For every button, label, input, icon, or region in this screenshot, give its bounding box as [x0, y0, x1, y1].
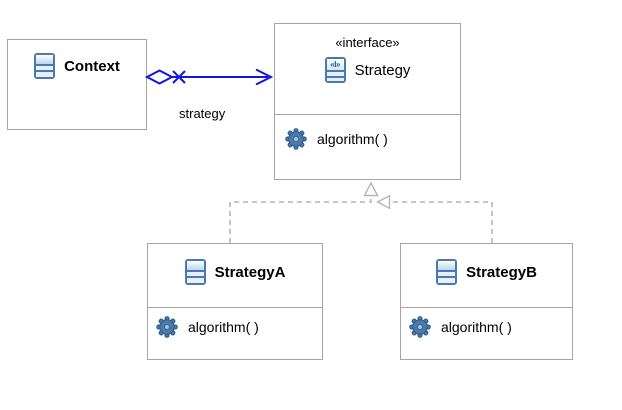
- stereotype-label: «interface»: [335, 35, 400, 50]
- class-icon: [436, 259, 458, 285]
- title-compartment: StrategyB: [401, 244, 572, 307]
- realization-connector-strategyb: [375, 194, 493, 243]
- gear-icon: [285, 128, 307, 150]
- title-compartment: Context: [8, 40, 146, 79]
- class-box-context: Context: [7, 39, 147, 130]
- realization-connector-strategya: [229, 181, 379, 243]
- association-open-arrowhead-icon: [255, 68, 274, 86]
- interface-title: Strategy: [354, 61, 411, 79]
- method-label: algorithm( ): [188, 318, 259, 335]
- class-title: Context: [64, 57, 120, 75]
- gear-icon: [156, 316, 178, 338]
- gear-icon: [409, 316, 431, 338]
- non-navigable-x-icon: [172, 70, 186, 84]
- class-icon: [184, 259, 206, 285]
- aggregation-diamond-icon: [144, 69, 175, 85]
- title-compartment: «interface» «I» Strategy: [275, 24, 460, 114]
- class-box-strategya: StrategyA algorithm( ): [147, 243, 323, 360]
- association-role-label: strategy: [179, 106, 226, 121]
- methods-compartment: algorithm( ): [275, 113, 460, 150]
- class-icon: [34, 53, 56, 79]
- method-label: algorithm( ): [317, 130, 388, 147]
- class-box-strategyb: StrategyB algorithm( ): [400, 243, 573, 360]
- realization-triangle-up-icon: [363, 181, 379, 197]
- methods-compartment: algorithm( ): [148, 306, 322, 338]
- methods-compartment: algorithm( ): [401, 306, 572, 338]
- association-context-strategy: [144, 68, 274, 86]
- realization-triangle-left-icon: [375, 194, 391, 210]
- interface-icon: «I»: [324, 57, 346, 83]
- class-title: StrategyB: [466, 263, 537, 281]
- title-compartment: StrategyA: [148, 244, 322, 307]
- interface-box-strategy: «interface» «I» Strategy algorithm( ): [274, 23, 461, 180]
- method-label: algorithm( ): [441, 318, 512, 335]
- class-title: StrategyA: [214, 263, 286, 281]
